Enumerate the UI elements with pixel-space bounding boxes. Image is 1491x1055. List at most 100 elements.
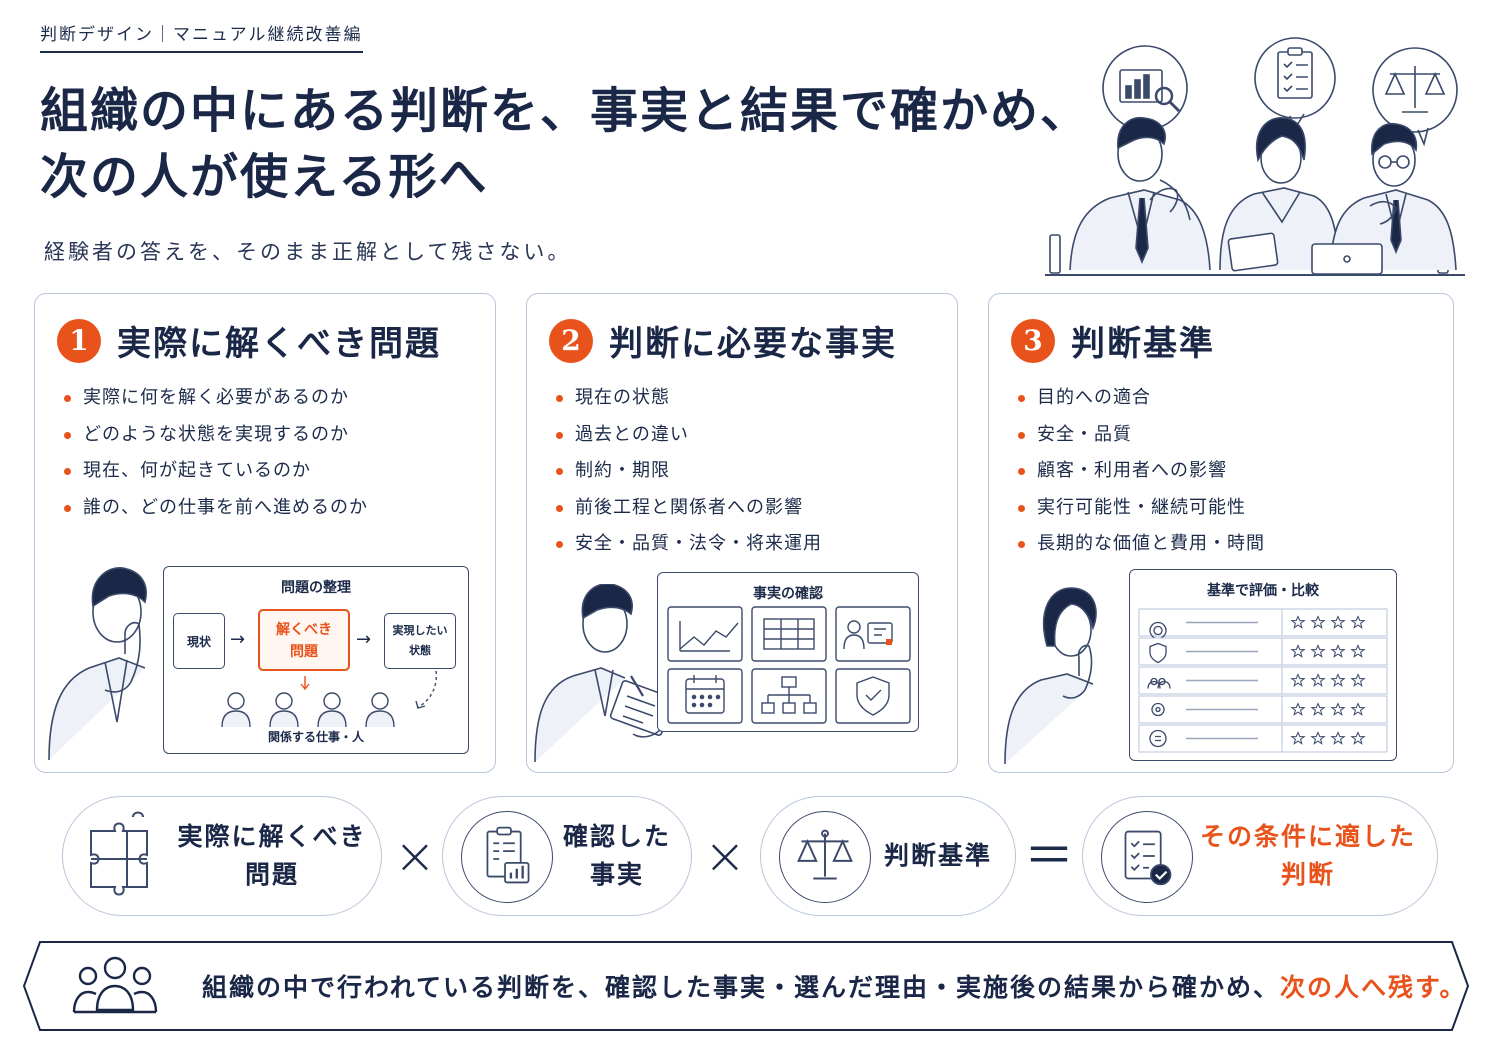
banner-message-main: 組織の中で行われている判断を、確認した事実・選んだ理由・実施後の結果から確かめ、 [202,973,1281,1002]
card-title: 判断基準 [1071,324,1215,364]
formula-term-label: 判断基準 [883,841,992,870]
equals-operator: ＝ [1024,827,1074,885]
formula-term-criteria: 判断基準 [760,796,1016,916]
clipboard-chart-icon [461,811,553,903]
desired-state-box: 実現したい 状態 [384,613,456,669]
rating-star-icon [1310,731,1326,745]
analytics-bubble-icon [1102,45,1188,145]
title-line-2: 次の人が使える形へ [40,149,489,205]
formula-result-label: その条件に適した 判断 [1199,822,1416,889]
formula-result: その条件に適した 判断 [1082,796,1438,916]
target-problem-box: 解くべき 問題 [258,609,350,671]
subtitle: 経験者の答えを、そのまま正解として残さない。 [44,240,572,264]
panel-title: 事実の確認 [753,586,823,602]
rating-star-icon [1350,644,1366,658]
current-state-box: 現状 [173,613,225,669]
step-number-badge: 1 [57,318,101,363]
calendar-icon [685,675,725,714]
criteria-row [1138,724,1388,753]
problem-panel: 問題の整理 現状 → 解くべき 問題 → 実現したい 状態 関係する仕事・人 [163,566,469,754]
criteria-icon [1149,642,1167,664]
team-icon [72,956,158,1014]
criteria-row [1138,666,1388,695]
businessman-left [1069,117,1211,271]
trend-chart-icon [679,622,739,650]
criteria-ratings-table [1138,608,1388,753]
list-item: 実際に何を解く必要があるのか [61,380,368,417]
page-title: 組織の中にある判断を、事実と結果で確かめ、 次の人が使える形へ [40,78,1090,210]
thinking-man-illustration [48,567,147,761]
facts-panel: 事実の確認 [657,572,919,732]
bullet-list: 目的への適合 安全・品質 顧客・利用者への影響 実行可能性・継続可能性 長期的な… [1015,380,1265,563]
thinking-woman-illustration [1004,587,1097,765]
rating-star-icon [1290,644,1306,658]
shield-check-icon [856,676,890,716]
formula-term-label: 実際に解くべき 問題 [177,822,367,889]
title-line-1: 組織の中にある判断を、事実と結果で確かめ、 [40,83,1091,139]
panel-title: 問題の整理 [281,580,351,596]
card-title: 実際に解くべき問題 [117,324,441,364]
rating-star-icon [1350,731,1366,745]
card-problem: 1 実際に解くべき問題 実際に何を解く必要があるのか どのような状態を実現するの… [34,293,496,773]
criteria-icon [1147,677,1171,689]
formula-term-problem: 実際に解くべき 問題 [62,796,382,916]
rating-star-icon [1330,731,1346,745]
rating-star-icon [1310,702,1326,716]
rating-star-icon [1350,615,1366,629]
rating-star-icon [1350,673,1366,687]
summary-banner: 組織の中で行われている判断を、確認した事実・選んだ理由・実施後の結果から確かめ、… [22,940,1470,1032]
rating-star-icon [1330,615,1346,629]
banner-message-accent: 次の人へ残す。 [1280,973,1467,1002]
card-title: 判断に必要な事実 [609,324,897,364]
banner-message: 組織の中で行われている判断を、確認した事実・選んだ理由・実施後の結果から確かめ、… [202,968,1467,1004]
rating-star-icon [1310,644,1326,658]
businesswoman-center [1219,117,1339,272]
card-criteria: 3 判断基準 目的への適合 安全・品質 顧客・利用者への影響 実行可能性・継続可… [988,293,1454,773]
rating-star-icon [1350,702,1366,716]
banner-frame [22,941,1470,1031]
times-operator: × [394,827,436,885]
meeting-illustration [1045,37,1465,276]
stakeholders-icon [221,671,437,728]
checklist-bubble-icon [1254,37,1336,132]
list-item: 長期的な価値と費用・時間 [1015,526,1265,563]
scale-bubble-icon [1372,47,1458,147]
rating-star-icon [1290,615,1306,629]
checklist-approved-icon [1101,811,1193,903]
criteria-row [1138,695,1388,724]
criteria-icon [1151,702,1165,717]
businessman-right [1311,123,1457,275]
series-tag: 判断デザイン｜マニュアル継続改善編 [40,20,363,53]
arrow-icon: → [356,629,372,650]
panel-footer: 関係する仕事・人 [267,730,364,744]
list-item: 現在の状態 [553,380,822,417]
card-facts: 2 判断に必要な事実 現在の状態 過去との違い 制約・期限 前後工程と関係者への… [526,293,958,773]
rating-star-icon [1290,702,1306,716]
desired-label-line2: 状態 [409,644,431,657]
desired-label-line1: 実現したい [392,624,448,637]
criteria-panel: 基準で評価・比較 [1129,569,1397,761]
list-item: 制約・期限 [553,453,822,490]
list-item: 安全・品質・法令・将来運用 [553,526,822,563]
step-number-badge: 3 [1011,318,1055,363]
card-header: 1 実際に解くべき問題 [57,316,441,365]
panel-title: 基準で評価・比較 [1207,583,1319,599]
card-header: 3 判断基準 [1011,316,1215,365]
people-icon [843,620,893,650]
list-item: 過去との違い [553,417,822,454]
rating-star-icon [1310,615,1326,629]
formula-term-facts: 確認した 事実 [442,796,692,916]
rating-star-icon [1310,673,1326,687]
list-item: 現在、何が起きているのか [61,453,368,490]
arrow-icon: → [230,629,246,650]
rating-star-icon [1290,673,1306,687]
man-with-clipboard-illustration [534,584,673,763]
org-chart-icon [761,676,817,714]
bullet-list: 実際に何を解く必要があるのか どのような状態を実現するのか 現在、何が起きている… [61,380,368,526]
card-header: 2 判断に必要な事実 [549,316,897,365]
list-item: 目的への適合 [1015,380,1265,417]
rating-star-icon [1330,702,1346,716]
facts-icon-grid [667,606,911,724]
bullet-list: 現在の状態 過去との違い 制約・期限 前後工程と関係者への影響 安全・品質・法令… [553,380,822,563]
target-label-line1: 解くべき [276,622,332,638]
